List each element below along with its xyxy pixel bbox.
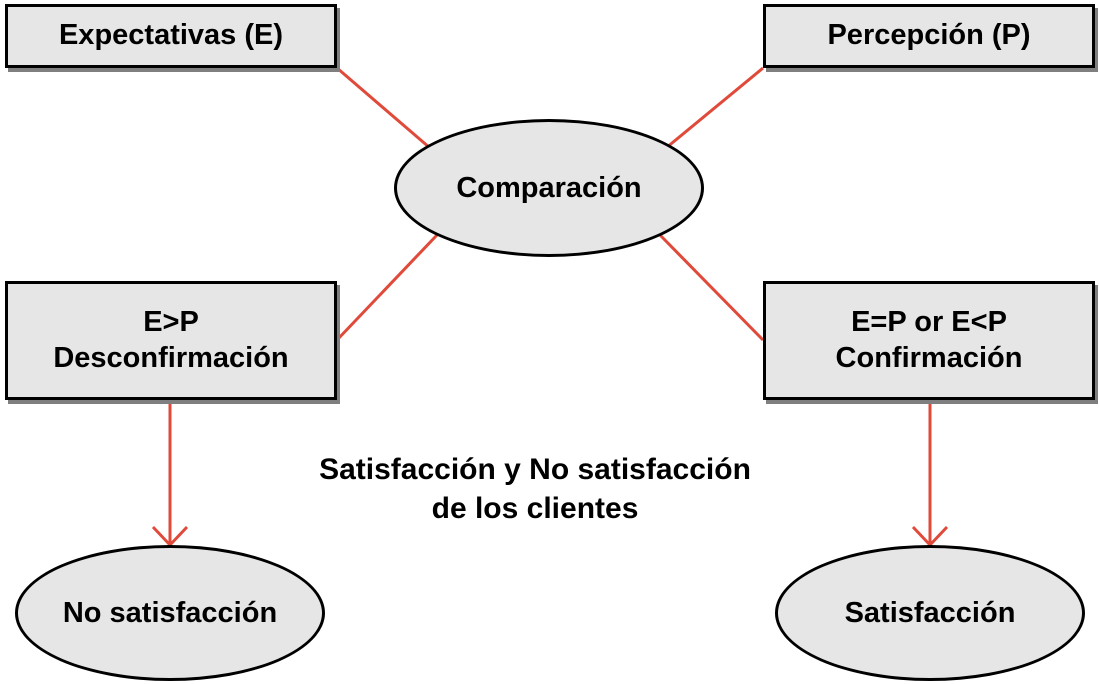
connector-percepcion-comparacion <box>665 66 764 150</box>
connector-comparacion-desconfirmacion <box>335 233 439 342</box>
expectativas-label: Expectativas (E) <box>58 19 284 52</box>
desconfirmacion-label: Desconfirmación <box>53 341 289 374</box>
percepcion-box: Percepción (P) <box>763 4 1095 68</box>
connector-expectativas-comparacion <box>336 66 431 150</box>
expectativas-box: Expectativas (E) <box>5 4 337 68</box>
satisfaccion-oval: Satisfacción <box>775 545 1085 681</box>
comparacion-oval: Comparación <box>394 119 704 257</box>
percepcion-label: Percepción (P) <box>827 19 1031 52</box>
caption-line-2: de los clientes <box>431 492 639 525</box>
connector-comparacion-confirmacion <box>658 233 765 342</box>
desconfirmacion-condition: E>P <box>143 306 199 339</box>
confirmacion-condition: E=P or E<P <box>851 306 1007 339</box>
satisfaccion-label: Satisfacción <box>844 596 1016 629</box>
no-satisfaccion-oval: No satisfacción <box>15 545 325 681</box>
confirmacion-box: E=P or E<P Confirmación <box>763 281 1095 400</box>
no-satisfaccion-label: No satisfacción <box>62 596 278 629</box>
comparacion-label: Comparación <box>456 171 642 204</box>
caption-line-1: Satisfacción y No satisfacción <box>319 453 751 486</box>
desconfirmacion-box: E>P Desconfirmación <box>5 281 337 400</box>
confirmacion-label: Confirmación <box>835 341 1023 374</box>
diagram-caption: Satisfacción y No satisfacción de los cl… <box>285 450 785 528</box>
